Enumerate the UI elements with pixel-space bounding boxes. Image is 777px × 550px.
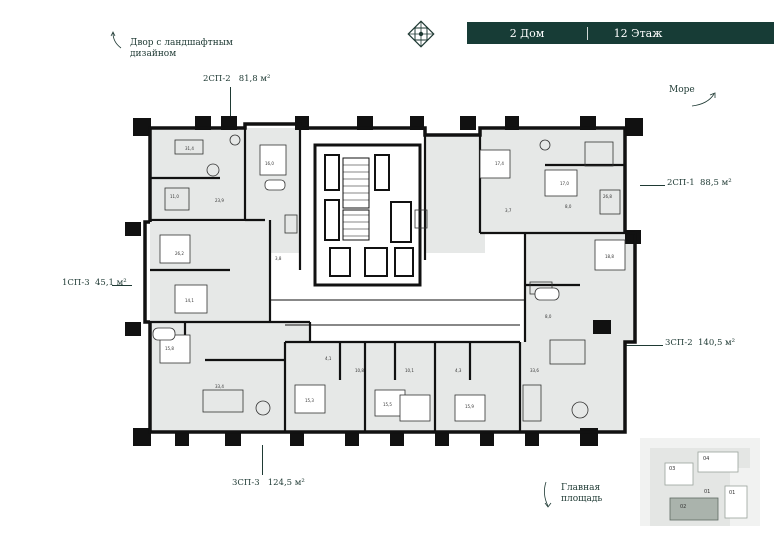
floor-plan: 31,4 16,0 23,9 11,0 17,4 17,0 26,8 18,8 14,1 2…: [125, 116, 643, 446]
svg-text:31,4: 31,4: [185, 146, 194, 151]
square-annotation: Главная площадь: [561, 483, 602, 505]
unit-area: 124,5 м²: [267, 478, 305, 488]
header-bar: 2 Дом 12 Этаж: [467, 22, 774, 44]
unit-id: 3СП-3: [232, 478, 260, 488]
furniture-bathtubs: [152, 179, 560, 341]
square-arrow-icon: [544, 481, 552, 508]
building-label: 2 Дом: [509, 26, 545, 40]
svg-text:10,1: 10,1: [405, 368, 414, 373]
svg-text:10,8: 10,8: [355, 368, 364, 373]
svg-text:3,7: 3,7: [505, 208, 512, 213]
svg-text:26,8: 26,8: [603, 194, 612, 199]
furniture-misc: [164, 134, 621, 422]
svg-text:4,3: 4,3: [455, 368, 462, 373]
unit-area: 81,8 м²: [238, 74, 271, 84]
svg-text:23,9: 23,9: [215, 198, 224, 203]
courtyard-arrow-icon: [110, 31, 122, 49]
svg-text:8,0: 8,0: [565, 204, 572, 209]
unit-id: 1СП-3: [62, 278, 90, 288]
compass-logo-icon: [407, 20, 435, 48]
unit-area: 88,5 м²: [700, 178, 732, 188]
svg-text:3,8: 3,8: [275, 256, 282, 261]
svg-text:18,8: 18,8: [605, 254, 614, 259]
svg-text:15,5: 15,5: [383, 402, 392, 407]
courtyard-line-1: Двор с ландшафтным: [130, 38, 233, 48]
leader-line: [112, 285, 132, 286]
square-line-1: Главная: [561, 483, 601, 493]
minimap-section-03: 03: [669, 466, 675, 472]
svg-text:15,3: 15,3: [305, 398, 314, 403]
svg-text:14,1: 14,1: [185, 298, 194, 303]
exterior-walls: [143, 122, 637, 434]
floor-label: 12 Этаж: [613, 26, 663, 40]
unit-id: 2СП-2: [203, 74, 231, 84]
svg-text:33,6: 33,6: [530, 368, 539, 373]
minimap-section-01b: 01: [729, 490, 735, 496]
svg-text:33,4: 33,4: [215, 384, 224, 389]
sea-arrow-icon: [691, 92, 716, 107]
svg-text:17,4: 17,4: [495, 161, 504, 166]
leader-line: [625, 345, 663, 346]
unit-area: 45,1 м²: [95, 278, 127, 288]
svg-text:4,1: 4,1: [325, 356, 332, 361]
svg-text:15,8: 15,8: [165, 346, 174, 351]
unit-id: 3СП-2: [665, 338, 693, 348]
svg-text:16,0: 16,0: [265, 161, 274, 166]
leader-line: [640, 185, 665, 186]
corridor: [270, 299, 525, 326]
svg-text:15,9: 15,9: [465, 404, 474, 409]
minimap-section-01: 01: [704, 489, 710, 495]
sea-annotation: Море: [669, 85, 695, 95]
leader-line: [230, 87, 231, 117]
unit-label-3sp2: 3СП-2 140,5 м²: [665, 338, 735, 348]
minimap-section-04: 04: [703, 456, 709, 462]
unit-area: 140,5 м²: [698, 338, 736, 348]
unit-id: 2СП-1: [667, 178, 695, 188]
svg-text:26,2: 26,2: [175, 251, 184, 256]
unit-label-3sp3: 3СП-3 124,5 м²: [232, 478, 305, 488]
courtyard-annotation: Двор с ландшафтным дизайном: [130, 38, 233, 60]
courtyard-line-2: дизайном: [130, 49, 177, 59]
site-minimap: 04 03 01 02 01: [640, 438, 760, 526]
furniture-beds: [159, 144, 626, 422]
apartment-fills: [150, 128, 635, 432]
unit-label-2sp2: 2СП-2 81,8 м²: [203, 74, 270, 84]
svg-text:11,0: 11,0: [170, 194, 179, 199]
columns: [125, 116, 643, 446]
leader-line: [262, 445, 263, 475]
header-separator: [587, 26, 588, 40]
minimap-section-02: 02: [680, 504, 686, 510]
unit-label-1sp3: 1СП-3 45,1 м²: [62, 278, 127, 288]
unit-label-2sp1: 2СП-1 88,5 м²: [667, 178, 732, 188]
svg-text:8,0: 8,0: [545, 314, 552, 319]
square-line-2: площадь: [561, 494, 603, 504]
room-areas: 31,4 16,0 23,9 11,0 17,4 17,0 26,8 18,8 14,1 2…: [165, 146, 614, 409]
building-core: [313, 143, 422, 287]
svg-text:17,0: 17,0: [560, 181, 569, 186]
